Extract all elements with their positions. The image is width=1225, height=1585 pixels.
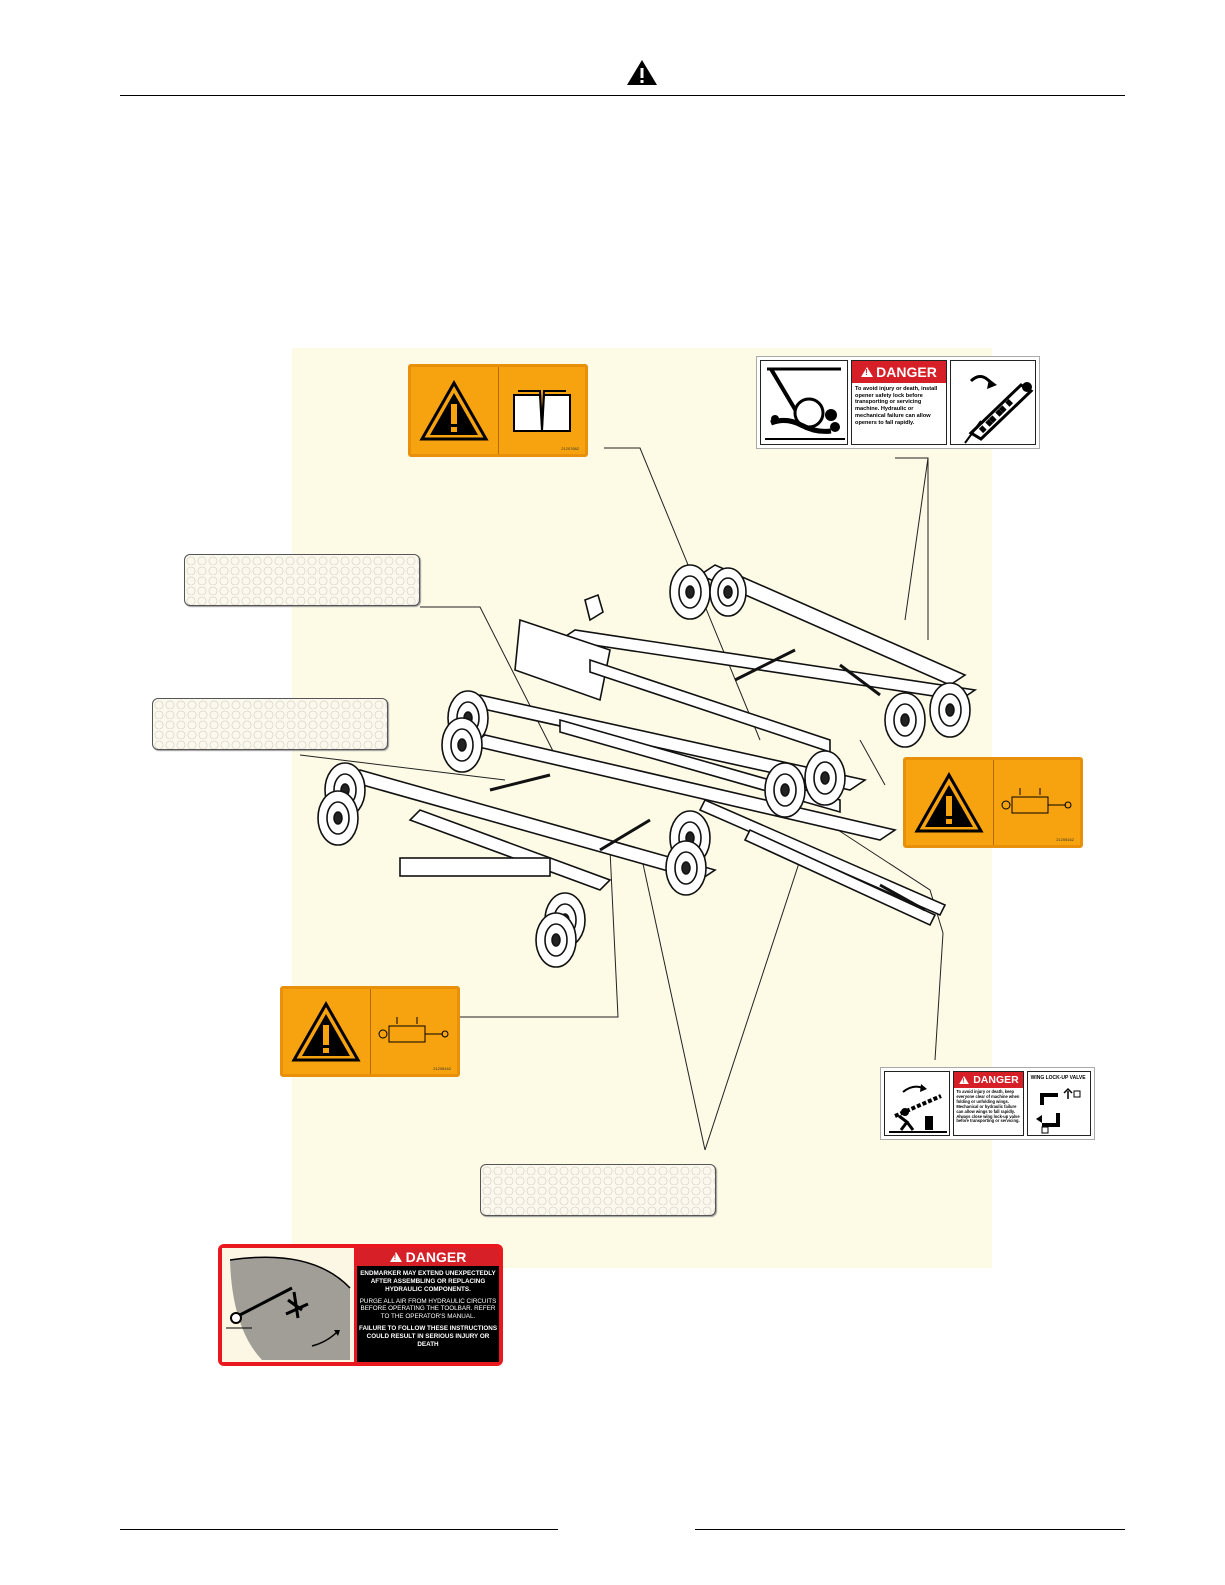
warning-icon	[959, 1076, 970, 1084]
warning-icon	[389, 1252, 402, 1262]
decal-part-number: 21208162	[433, 1066, 451, 1071]
decal-part-number: 21207682	[561, 446, 579, 451]
danger-header: DANGER	[852, 361, 946, 383]
footer-rule-right	[695, 1529, 1125, 1530]
decal-danger-text: DANGER To avoid injury or death, install…	[851, 360, 947, 445]
decal-wing-lock-up: DANGER To avoid injury or death, keep ev…	[880, 1067, 1095, 1140]
decal-location-panel	[292, 348, 992, 1268]
warning-icon	[419, 379, 489, 440]
falling-wing-icon	[889, 1084, 947, 1133]
warning-icon	[861, 367, 874, 377]
danger-message-line2: PURGE ALL AIR FROM HYDRAULIC CIRCUITS BE…	[359, 1297, 497, 1321]
wheel	[669, 564, 711, 620]
warning-icon	[914, 771, 984, 832]
decal-danger-text: DANGER To avoid injury or death, keep ev…	[953, 1071, 1024, 1136]
decal-hydraulic-right: 21208162	[903, 757, 1083, 848]
header-warning-icon	[626, 58, 658, 91]
decal-part-number: 21208162	[1056, 837, 1074, 842]
decal-hydraulic-left: 21208162	[280, 986, 460, 1077]
endmarker-hazard-icon	[226, 1256, 351, 1360]
reflector-decal-upper	[184, 554, 420, 606]
danger-message-line3: FAILURE TO FOLLOW THESE INSTRUCTIONS COU…	[358, 1325, 498, 1348]
hydraulic-cylinder-icon	[1001, 787, 1072, 813]
hydraulic-cylinder-icon	[378, 1016, 449, 1042]
decal-warning-cell	[283, 989, 370, 1074]
reflector-decal-lower	[480, 1164, 716, 1216]
danger-header: DANGER	[357, 1248, 499, 1266]
decal-danger-text: DANGER ENDMARKER MAY EXTEND UNEXPECTEDLY…	[357, 1248, 499, 1362]
decal-warning-cell	[906, 760, 993, 845]
crush-hazard-icon	[765, 367, 845, 440]
decal-opener-safety-lock: DANGER To avoid injury or death, install…	[756, 356, 1040, 449]
decal-endmarker-danger: DANGER ENDMARKER MAY EXTEND UNEXPECTEDLY…	[218, 1244, 503, 1366]
danger-message: To avoid injury or death, install opener…	[855, 386, 938, 426]
safety-lock-icon	[964, 375, 1034, 444]
decal-valve-pictogram: WING LOCK-UP VALVE	[1026, 1071, 1091, 1136]
decal-manual-cell: 21207682	[497, 367, 586, 454]
decal-endmarker-pictogram	[222, 1248, 354, 1362]
danger-message-line1: ENDMARKER MAY EXTEND UNEXPECTEDLY AFTER …	[360, 1270, 496, 1293]
header-rule	[120, 95, 1125, 96]
valve-title: WING LOCK-UP VALVE	[1030, 1075, 1086, 1081]
danger-message: To avoid injury or death, keep everyone …	[956, 1089, 1020, 1124]
decal-warning-cell	[411, 367, 498, 454]
manual-book-icon	[512, 389, 571, 432]
danger-header: DANGER	[954, 1072, 1023, 1088]
reflector-decal-middle	[152, 698, 388, 750]
decal-lock-pictogram	[949, 360, 1036, 445]
decal-read-manual: 21207682	[408, 364, 588, 457]
decal-crush-pictogram	[760, 360, 849, 445]
decal-hydraulic-cell: 21208162	[992, 760, 1081, 845]
lock-valve-icon	[1035, 1087, 1081, 1134]
footer-rule-left	[120, 1529, 558, 1530]
decal-falling-wing-pictogram	[884, 1071, 951, 1136]
decal-hydraulic-cell: 21208162	[369, 989, 458, 1074]
warning-icon	[291, 1000, 361, 1061]
